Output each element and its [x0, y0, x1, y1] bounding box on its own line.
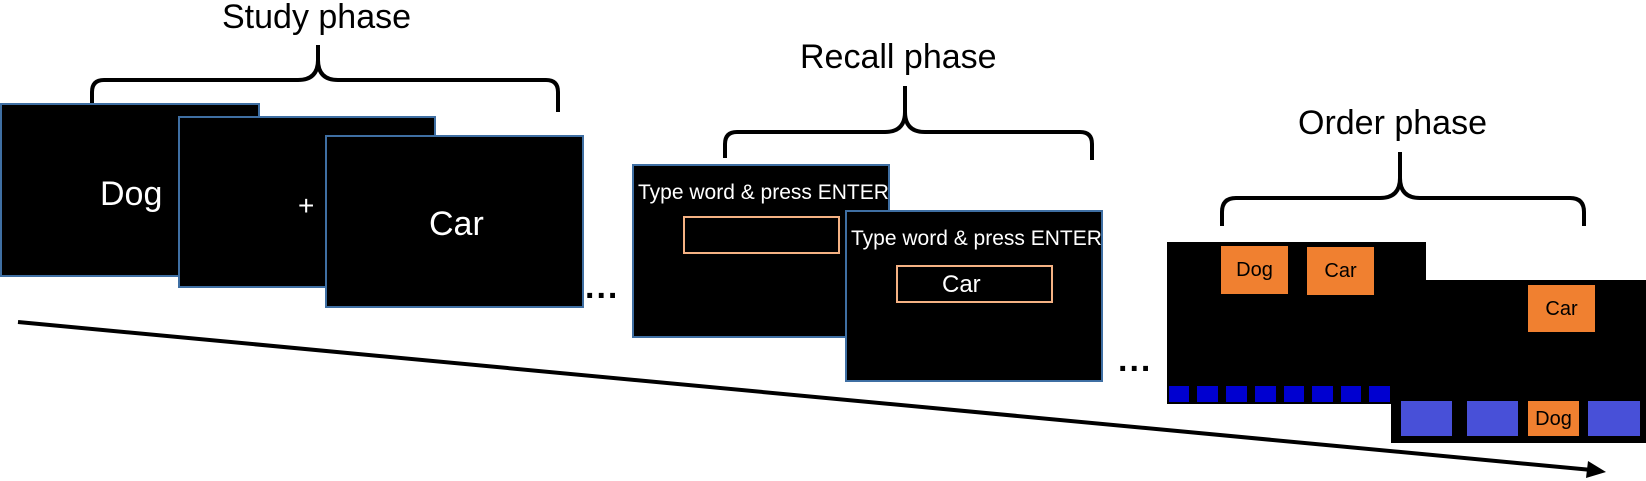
- recall-input-1[interactable]: [683, 216, 840, 254]
- study-phase-label: Study phase: [222, 0, 412, 36]
- study-brace: [90, 45, 560, 112]
- fixation-cross: +: [298, 190, 315, 221]
- ellipsis-2: ...: [1118, 341, 1153, 379]
- study-word-car: Car: [429, 205, 484, 243]
- order-slot-filled-dog[interactable]: Dog: [1528, 401, 1579, 436]
- order-slot-large[interactable]: [1588, 401, 1640, 436]
- recall-screen-2: Type word & press ENTER Car: [845, 210, 1103, 382]
- order-slot[interactable]: [1197, 386, 1218, 402]
- order-card-car[interactable]: Car: [1307, 247, 1374, 295]
- order-slot[interactable]: [1369, 386, 1390, 402]
- order-card-dog[interactable]: Dog: [1221, 246, 1288, 294]
- order-brace: [1220, 152, 1586, 226]
- recall-input-2-value: Car: [942, 271, 981, 298]
- ellipsis-1: ...: [585, 268, 620, 306]
- order-slot[interactable]: [1312, 386, 1333, 402]
- order-slot-large[interactable]: [1401, 401, 1452, 436]
- order-slot-large[interactable]: [1467, 401, 1518, 436]
- order-slot[interactable]: [1341, 386, 1361, 402]
- order-card-car-2[interactable]: Car: [1528, 285, 1595, 332]
- order-slot[interactable]: [1255, 386, 1276, 402]
- order-slot[interactable]: [1226, 386, 1247, 402]
- order-slot[interactable]: [1284, 386, 1304, 402]
- timeline-arrowhead: [1586, 461, 1606, 478]
- order-screen-2: Car Dog: [1391, 280, 1646, 443]
- order-screen-1: Dog Car: [1167, 242, 1426, 404]
- recall-prompt-1: Type word & press ENTER: [638, 181, 889, 204]
- study-word-dog: Dog: [100, 175, 163, 213]
- order-slot[interactable]: [1169, 386, 1189, 402]
- study-screen-3: Car: [325, 135, 584, 308]
- recall-input-2[interactable]: Car: [896, 265, 1053, 303]
- order-phase-label: Order phase: [1298, 104, 1487, 142]
- recall-brace: [723, 86, 1094, 160]
- recall-phase-label: Recall phase: [800, 38, 997, 76]
- recall-prompt-2: Type word & press ENTER: [851, 227, 1102, 250]
